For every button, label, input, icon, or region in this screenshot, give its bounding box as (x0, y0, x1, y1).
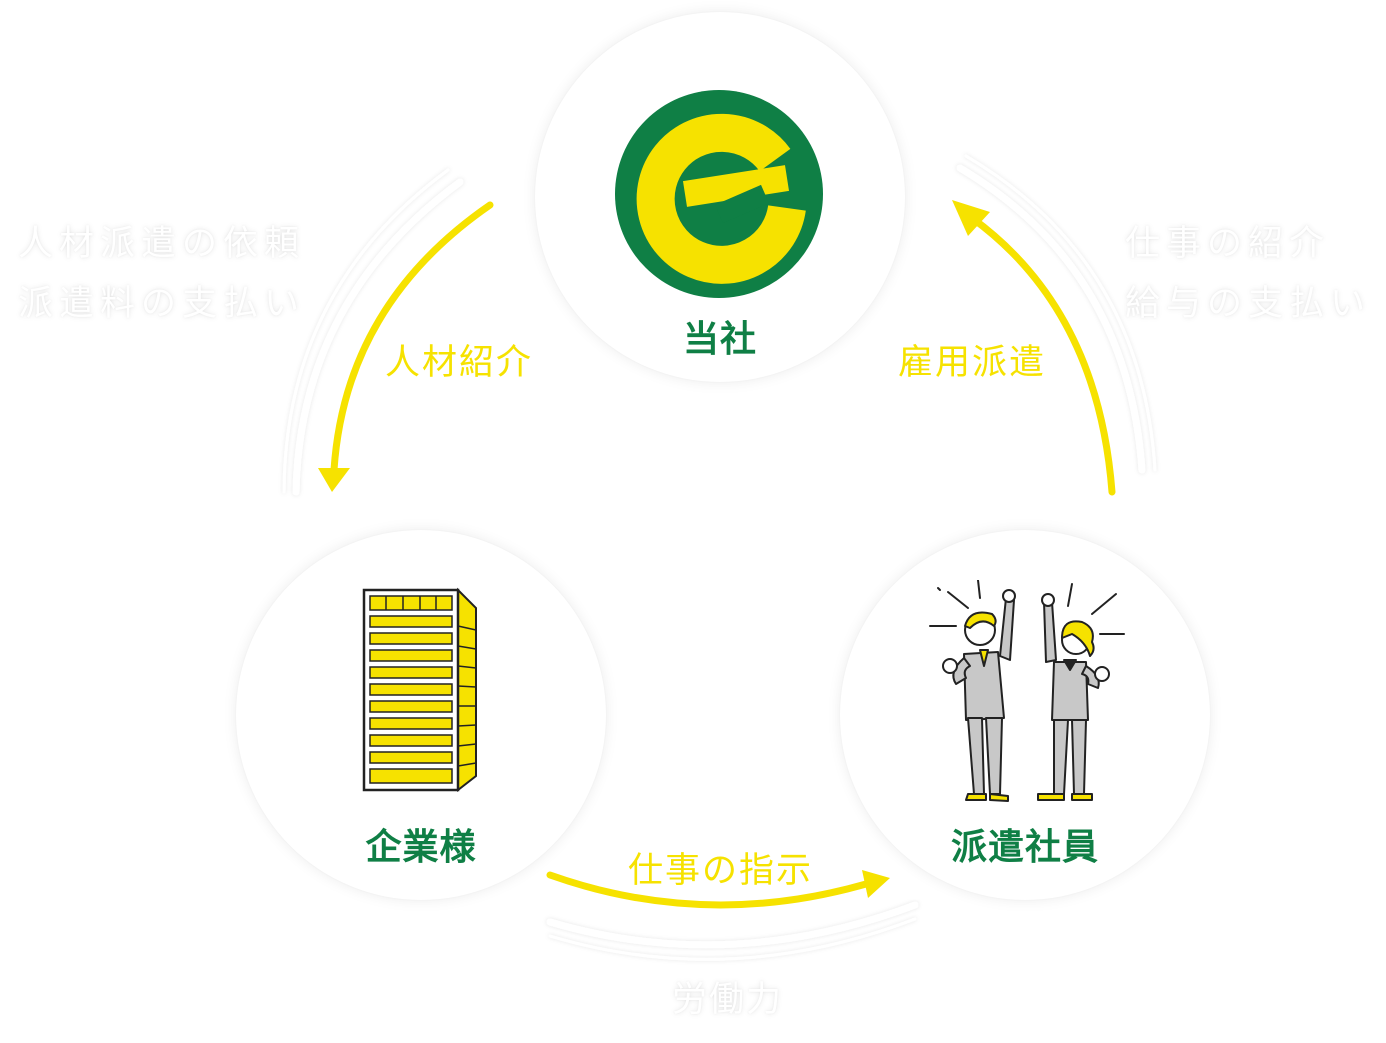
return-label-left-line-1: 人材派遣の依頼 (18, 224, 306, 264)
arrow-staff-to-company (952, 200, 1116, 496)
cheering-staff-icon (929, 580, 1125, 802)
node-company: 当社 (535, 12, 905, 382)
return-label-left: 人材派遣の依頼 派遣料の支払い (18, 214, 305, 334)
return-arc-left (282, 168, 464, 496)
office-building-icon (362, 587, 477, 792)
client-label: 企業様 (365, 827, 477, 868)
return-label-left-line-2: 派遣料の支払い (18, 284, 306, 324)
company-label: 当社 (682, 319, 757, 360)
return-arc-right (956, 154, 1157, 474)
node-client: 企業様 (236, 530, 606, 900)
staff-label: 派遣社員 (950, 827, 1099, 868)
return-arc-bottom (546, 901, 919, 961)
arrow-client-to-staff (546, 870, 890, 909)
return-label-right-line-2: 給与の支払い (1125, 284, 1372, 324)
arrow-company-to-client (318, 201, 494, 492)
flow-label-dispatch: 雇用派遣 (898, 343, 1047, 383)
node-staff: 派遣社員 (840, 530, 1210, 900)
return-label-bottom: 労働力 (672, 980, 784, 1020)
flow-label-introduction: 人材紹介 (385, 343, 534, 383)
flow-label-work-instruction: 仕事の指示 (628, 851, 814, 891)
return-label-right-line-1: 仕事の紹介 (1125, 224, 1331, 264)
return-label-right: 仕事の紹介 給与の支払い (1125, 214, 1371, 334)
e-logo-icon (615, 90, 823, 298)
